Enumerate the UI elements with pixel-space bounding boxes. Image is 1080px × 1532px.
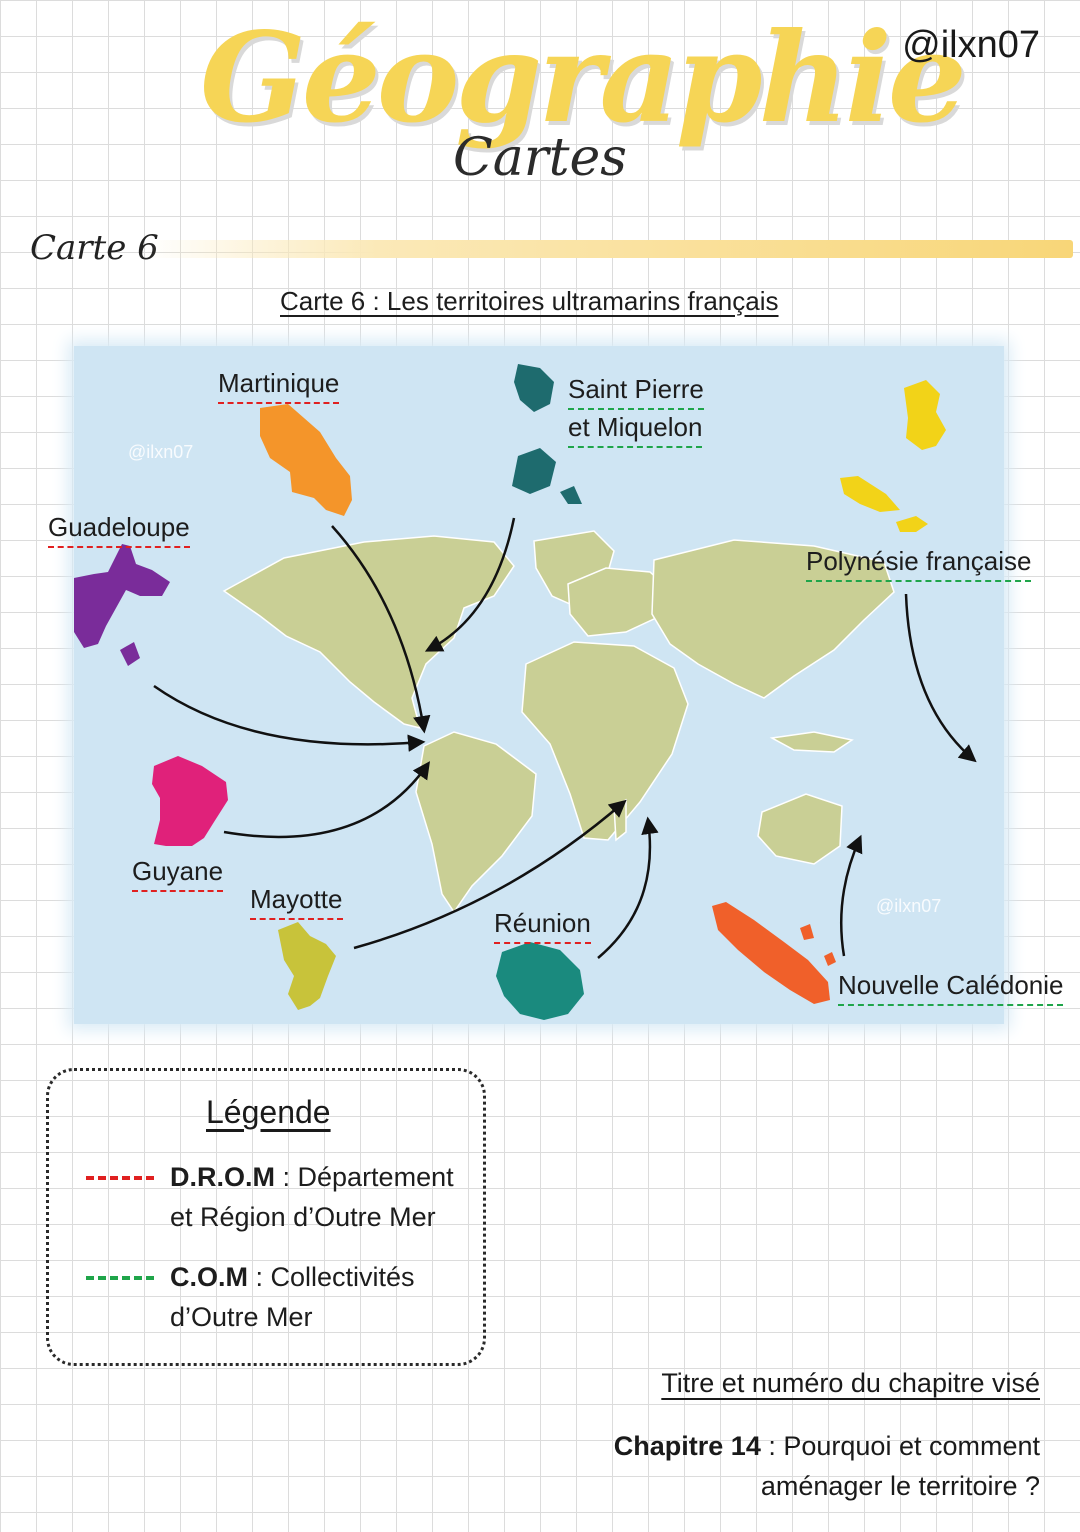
label-saint-pierre: Saint Pierre xyxy=(568,370,704,410)
label-polynesie: Polynésie française xyxy=(806,542,1032,582)
polynesie-islet-1-shape xyxy=(840,476,900,512)
author-handle: @ilxn07 xyxy=(902,24,1040,66)
arrow-saint-pierre xyxy=(424,517,516,652)
asia-landmass xyxy=(651,539,895,699)
arrow-nouvelle-caledonie xyxy=(840,834,863,957)
page-subtitle: Cartes xyxy=(452,128,627,188)
label-reunion: Réunion xyxy=(494,904,591,944)
arrow-reunion xyxy=(597,816,659,959)
label-martinique: Martinique xyxy=(218,364,340,404)
legend-abbr-com: C.O.M xyxy=(170,1262,248,1292)
indonesia-landmass xyxy=(769,731,854,753)
reunion-shape xyxy=(496,942,584,1020)
arrow-martinique xyxy=(331,525,431,734)
land xyxy=(222,530,895,914)
label-guadeloupe: Guadeloupe xyxy=(48,508,190,548)
legend-swatch-drom xyxy=(86,1176,154,1180)
miquelon-islet-shape xyxy=(560,486,582,504)
polynesie-shape xyxy=(904,380,946,450)
nouvelle-caledonie-islet-shape xyxy=(800,924,814,940)
legend-item-drom: D.R.O.M : Département et Région d’Outre … xyxy=(170,1162,454,1232)
map-title: Carte 6 : Les territoires ultramarins fr… xyxy=(280,286,779,316)
watermark: @ilxn07 xyxy=(876,896,942,916)
guyane-shape xyxy=(152,756,228,846)
martinique-shape xyxy=(260,404,352,516)
label-miquelon: et Miquelon xyxy=(568,408,703,448)
world-map: Martinique Saint Pierre et Miquelon Guad… xyxy=(48,346,1064,1024)
legend-box xyxy=(46,1068,486,1366)
miquelon-shape xyxy=(512,448,556,494)
nouvelle-caledonie-shape xyxy=(712,902,830,1004)
watermark: @ilxn07 xyxy=(128,442,194,462)
south-america-landmass xyxy=(415,731,537,914)
arrows xyxy=(153,517,977,959)
chapter-label: Titre et numéro du chapitre visé xyxy=(661,1368,1040,1398)
arrow-polynesie xyxy=(904,593,977,763)
label-mayotte: Mayotte xyxy=(250,880,343,920)
section-highlight-bar xyxy=(145,240,1073,258)
label-guyane: Guyane xyxy=(132,852,224,892)
section-label: Carte 6 xyxy=(30,228,159,268)
arrow-mayotte xyxy=(353,799,627,950)
legend-title: Légende xyxy=(206,1094,331,1130)
polynesie-islet-2-shape xyxy=(896,516,928,532)
north-america-landmass xyxy=(222,535,515,730)
map-graphic xyxy=(74,364,977,1020)
arrow-guyane xyxy=(223,761,431,839)
arrow-guadeloupe xyxy=(153,684,426,752)
chapter-title: Chapitre 14 : Pourquoi et comment aménag… xyxy=(613,1431,1040,1501)
guadeloupe-shape xyxy=(74,544,170,648)
legend-swatch-com xyxy=(86,1276,154,1280)
saint-pierre-shape xyxy=(514,364,554,412)
legend-abbr-drom: D.R.O.M xyxy=(170,1162,275,1192)
chapter-number: Chapitre 14 xyxy=(613,1431,761,1461)
guadeloupe-islet-shape xyxy=(120,642,140,666)
nouvelle-caledonie-islet-2-shape xyxy=(824,952,836,966)
mayotte-shape xyxy=(278,922,336,1010)
australia-landmass xyxy=(757,793,843,865)
page-title: Géographie xyxy=(200,6,967,151)
legend-item-com: C.O.M : Collectivités d’Outre Mer xyxy=(170,1262,415,1332)
africa-landmass xyxy=(521,641,689,841)
label-nouvelle-caledonie: Nouvelle Calédonie xyxy=(838,966,1064,1006)
